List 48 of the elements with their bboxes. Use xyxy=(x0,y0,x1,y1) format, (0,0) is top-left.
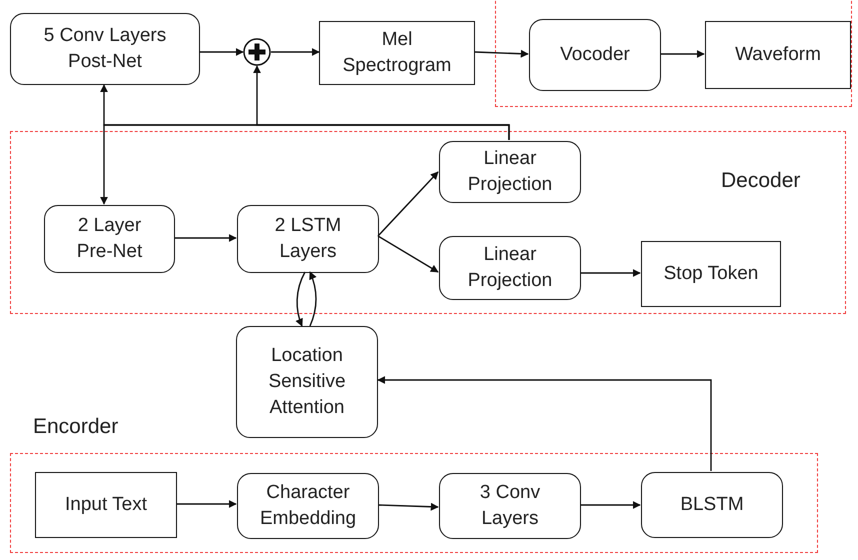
arrow xyxy=(200,48,244,56)
adder-circle xyxy=(243,38,271,66)
process-box xyxy=(439,141,581,203)
arrow xyxy=(660,50,705,58)
arrow xyxy=(377,171,439,236)
arrow xyxy=(580,501,641,509)
process-box xyxy=(237,473,379,539)
process-box xyxy=(641,472,783,538)
section-label: Encorder xyxy=(33,414,118,440)
process-box xyxy=(439,236,581,300)
node-label: Waveform xyxy=(735,43,821,67)
node-label: Linear Projection xyxy=(466,147,554,197)
process-box xyxy=(705,21,851,89)
node-label: Mel Spectrogram xyxy=(342,28,452,78)
process-box xyxy=(237,205,379,273)
node-label: 5 Conv Layers Post-Net xyxy=(42,24,168,74)
arrow xyxy=(378,502,439,511)
process-box xyxy=(35,472,177,538)
arrow xyxy=(377,376,712,471)
dashed-region xyxy=(10,131,846,314)
process-box xyxy=(44,205,175,273)
process-box xyxy=(319,21,475,85)
process-box xyxy=(236,326,378,438)
node-label: 2 LSTM Layers xyxy=(274,214,342,264)
arrow xyxy=(580,269,641,277)
node-label: Location Sensitive Attention xyxy=(267,344,347,420)
node-label: Linear Projection xyxy=(466,243,554,293)
arrow xyxy=(474,50,529,58)
arrow xyxy=(378,235,439,273)
arrow xyxy=(174,234,237,242)
process-box xyxy=(439,473,581,539)
arrow xyxy=(296,272,306,327)
process-box xyxy=(641,241,781,307)
process-box xyxy=(10,13,200,85)
arrow xyxy=(100,124,510,205)
node-label: Input Text xyxy=(64,493,148,517)
node-label: Vocoder xyxy=(560,43,630,67)
node-label: Character Embedding xyxy=(258,481,358,531)
section-label: Decoder xyxy=(721,168,800,194)
node-label: Stop Token xyxy=(664,262,758,286)
node-label: 2 Layer Pre-Net xyxy=(76,214,144,264)
process-box xyxy=(529,19,661,91)
arrow xyxy=(271,48,320,56)
arrow xyxy=(176,500,237,508)
arrow xyxy=(309,271,317,326)
dashed-region xyxy=(495,0,852,107)
node-label: 3 Conv Layers xyxy=(478,481,542,531)
node-label: BLSTM xyxy=(680,493,744,517)
